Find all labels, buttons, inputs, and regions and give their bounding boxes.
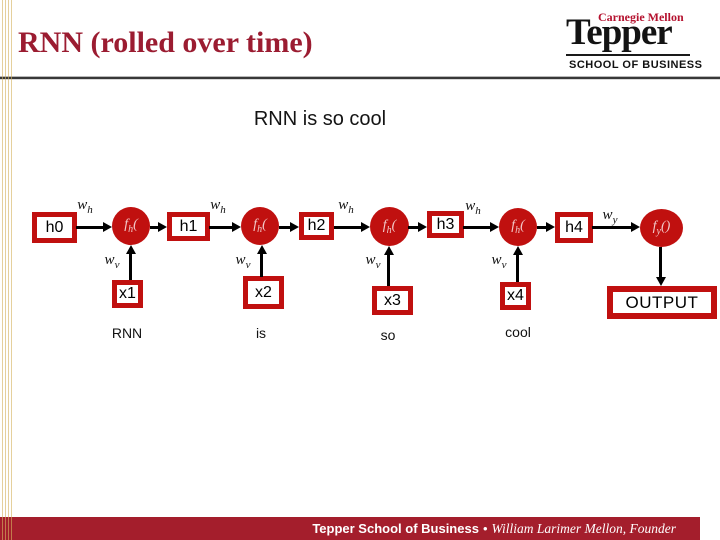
fh-circle-4: fh( <box>499 208 537 246</box>
arrow-f4-h4 <box>537 226 547 229</box>
fh-label: fh( <box>124 217 138 235</box>
arrowhead-icon <box>513 246 523 255</box>
logo-rule <box>566 54 690 56</box>
arrowhead-icon <box>257 245 267 254</box>
arrow-h0-f1 <box>76 226 104 229</box>
arrow-h3-f4 <box>463 226 491 229</box>
footer-founder: William Larimer Mellon, Founder <box>491 521 677 536</box>
arrowhead-icon <box>103 222 112 232</box>
arrowhead-icon <box>490 222 499 232</box>
wv-label-3: wv <box>365 252 381 271</box>
fh-circle-1: fh( <box>112 207 150 245</box>
word-label-3: so <box>380 327 396 343</box>
wv-label-4: wv <box>491 252 507 271</box>
arrow-h4-fy <box>592 226 632 229</box>
fy-circle: fy() <box>640 209 683 247</box>
word-label-4: cool <box>505 324 531 340</box>
x-node-x2: x2 <box>243 276 284 309</box>
footer-bar: Tepper School of Business•William Larime… <box>0 517 700 540</box>
arrowhead-icon <box>418 222 427 232</box>
logo-name: Tepper <box>566 12 673 53</box>
arrow-fy-output <box>659 247 662 277</box>
logo-school: SCHOOL OF BUSINESS <box>569 59 703 71</box>
h-node-h0: h0 <box>32 212 77 243</box>
tepper-logo: Carnegie Mellon Tepper SCHOOL OF BUSINES… <box>560 6 715 72</box>
x-node-label: x1 <box>119 285 136 302</box>
arrowhead-icon <box>631 222 640 232</box>
h-node-label: h1 <box>179 217 198 235</box>
header-divider <box>0 76 720 80</box>
h-node-h4: h4 <box>555 212 593 243</box>
x-node-x3: x3 <box>372 286 413 315</box>
arrow-x1-f1 <box>129 254 132 280</box>
arrow-f1-h1 <box>150 226 159 229</box>
fh-circle-2: fh( <box>241 207 279 245</box>
x-node-label: x4 <box>507 287 524 304</box>
arrowhead-icon <box>232 222 241 232</box>
arrowhead-icon <box>126 245 136 254</box>
footer-bullet: • <box>482 521 488 536</box>
logo-brand: Carnegie Mellon <box>598 10 684 24</box>
wy-label: wy <box>602 207 618 226</box>
wh-label-4: wh <box>465 198 481 217</box>
arrowhead-icon <box>384 246 394 255</box>
wv-label-2: wv <box>235 252 251 271</box>
slide-subtitle: RNN is so cool <box>253 108 387 130</box>
arrow-h1-f2 <box>209 226 233 229</box>
fy-label: fy() <box>652 219 671 237</box>
h-node-h1: h1 <box>167 212 210 241</box>
word-label-1: RNN <box>111 325 143 341</box>
page-title: RNN (rolled over time) <box>18 26 313 59</box>
x-node-x4: x4 <box>500 282 531 310</box>
arrow-f3-h3 <box>408 226 419 229</box>
left-accent-stripes <box>0 0 13 540</box>
arrow-x3-f3 <box>387 255 390 286</box>
fh-circle-3: fh( <box>370 207 409 246</box>
h-node-label: h4 <box>565 218 583 236</box>
h-node-label: h2 <box>307 217 326 234</box>
h-node-h2: h2 <box>299 212 334 240</box>
x-node-x1: x1 <box>112 280 143 308</box>
h-node-h3: h3 <box>427 211 464 238</box>
arrowhead-icon <box>158 222 167 232</box>
arrowhead-icon <box>361 222 370 232</box>
arrowhead-icon <box>546 222 555 232</box>
h-node-label: h0 <box>45 218 64 236</box>
h-node-label: h3 <box>436 215 455 233</box>
fh-label: fh( <box>382 217 397 236</box>
arrow-x4-f4 <box>516 255 519 282</box>
fh-label: fh( <box>511 218 525 236</box>
arrowhead-icon <box>290 222 299 232</box>
arrowhead-icon <box>656 277 666 286</box>
wv-label-1: wv <box>104 252 120 271</box>
fh-label: fh( <box>253 217 267 235</box>
arrow-f2-h2 <box>279 226 291 229</box>
x-node-label: x2 <box>255 283 272 301</box>
word-label-2: is <box>255 325 267 341</box>
arrow-h2-f3 <box>334 226 362 229</box>
arrow-x2-f2 <box>260 254 263 277</box>
footer-school: Tepper School of Business <box>312 521 479 536</box>
output-node: OUTPUT <box>607 286 717 319</box>
wh-label-2: wh <box>210 197 226 216</box>
wh-label-1: wh <box>77 197 93 216</box>
wh-label-3: wh <box>338 197 354 216</box>
x-node-label: x3 <box>384 291 401 309</box>
output-label: OUTPUT <box>625 292 699 312</box>
